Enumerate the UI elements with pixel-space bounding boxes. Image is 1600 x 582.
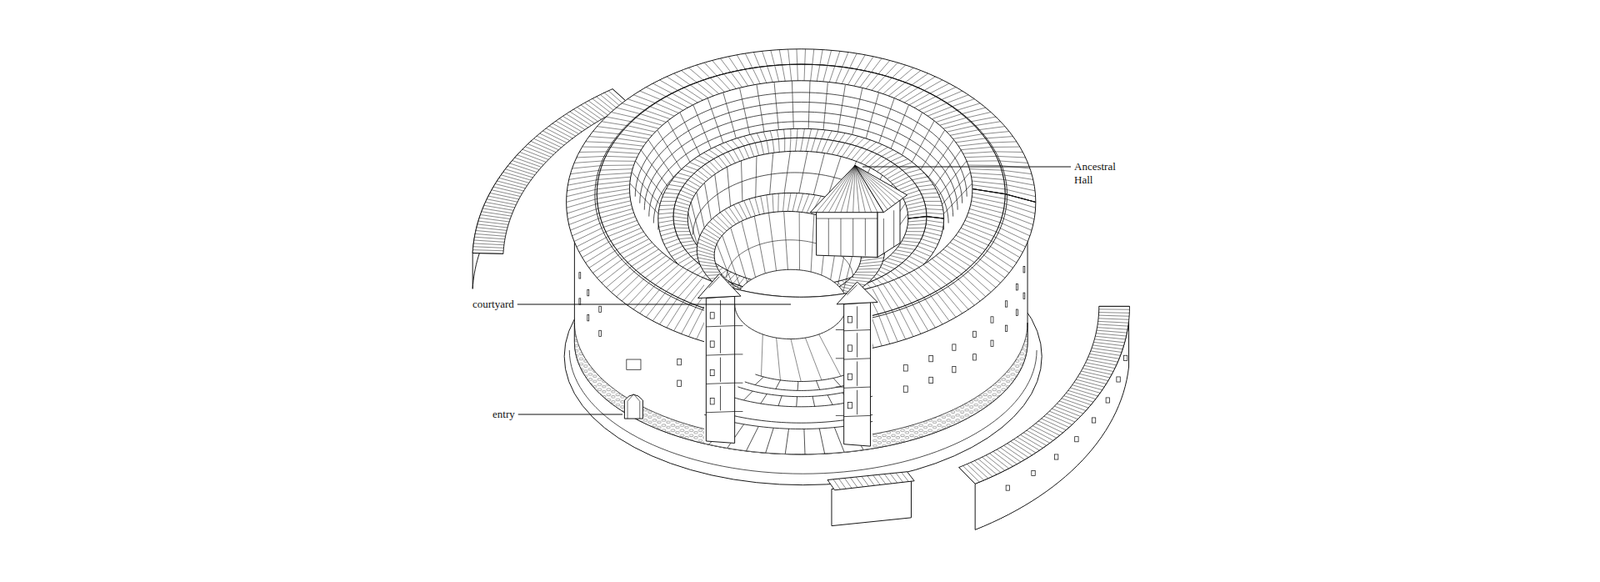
- window: [1116, 376, 1120, 382]
- roof-surface: [596, 64, 1005, 324]
- section-window: [710, 398, 715, 405]
- courtyard-paving: [760, 334, 841, 382]
- window: [1105, 397, 1110, 403]
- hall-front: [816, 210, 878, 257]
- part-label: Ancestral Hall: [1074, 160, 1130, 187]
- window: [599, 305, 602, 312]
- window: [1023, 266, 1025, 273]
- roof-tiles: [959, 305, 1130, 484]
- hall-roof: [855, 165, 907, 212]
- window: [677, 358, 682, 365]
- ancestral-hall: [810, 165, 907, 257]
- shed-roof-tiles: [833, 471, 909, 490]
- side-building-roof: [959, 305, 1130, 484]
- leader-line: [862, 166, 1071, 168]
- window: [973, 354, 977, 360]
- window: [903, 365, 908, 371]
- window: [587, 315, 590, 321]
- section-roof: [698, 273, 741, 298]
- window: [1023, 292, 1025, 299]
- window: [1016, 284, 1019, 290]
- leader-line: [518, 414, 623, 415]
- window: [903, 385, 908, 392]
- section-floor: [705, 276, 743, 413]
- window: [990, 340, 994, 346]
- window: [952, 365, 956, 372]
- window: [1091, 417, 1095, 423]
- section-window: [848, 345, 853, 351]
- roof-surface: [959, 305, 1130, 484]
- part-label: courtyard: [472, 297, 515, 311]
- shed-roof: [827, 471, 915, 490]
- window: [579, 272, 581, 279]
- window: [1075, 436, 1079, 442]
- window: [973, 330, 977, 337]
- roof-ridge: [595, 64, 1008, 325]
- wall-section: [835, 281, 878, 446]
- window: [952, 344, 956, 350]
- window: [1016, 309, 1019, 315]
- section-window: [710, 340, 715, 347]
- door-plaque: [626, 359, 641, 370]
- window: [1031, 470, 1035, 475]
- window: [677, 380, 682, 386]
- leader-line: [517, 304, 791, 305]
- tulou-illustration: [472, 49, 1130, 530]
- roof-tiles: [596, 64, 1005, 324]
- part-label: entry: [492, 407, 515, 421]
- wall-section: [698, 273, 744, 443]
- window: [1005, 485, 1010, 490]
- section-window: [848, 373, 853, 380]
- window: [579, 298, 581, 305]
- window: [587, 289, 590, 295]
- courtyard-edge: [735, 304, 848, 340]
- section-floor: [835, 285, 871, 417]
- section-window: [710, 369, 715, 375]
- window: [990, 316, 994, 323]
- section-window: [710, 312, 715, 319]
- section-window: [848, 316, 853, 323]
- hall-roof-tiles: [816, 165, 904, 212]
- window: [929, 355, 934, 361]
- window: [1005, 325, 1007, 331]
- door-frame: [627, 394, 640, 419]
- outer-roof: [596, 64, 1005, 324]
- window: [599, 330, 602, 336]
- window: [1123, 355, 1127, 360]
- window: [1054, 454, 1058, 460]
- plan-wall: [755, 374, 847, 382]
- hall-column: [816, 210, 895, 255]
- window: [1005, 300, 1007, 307]
- window: [929, 376, 934, 383]
- section-window: [848, 401, 853, 408]
- entry-door: [624, 394, 643, 419]
